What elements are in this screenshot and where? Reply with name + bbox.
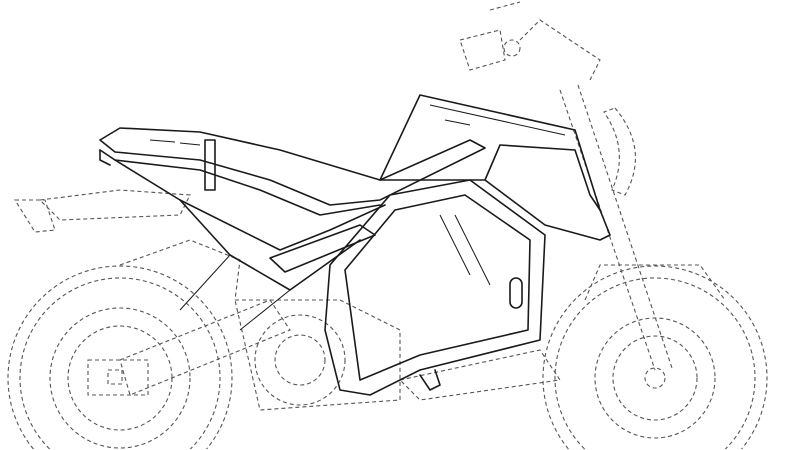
exhaust-hint xyxy=(398,349,561,401)
front-wheel xyxy=(542,264,768,450)
battery-side-panel xyxy=(324,179,546,396)
fuel-tank-cover xyxy=(379,94,611,241)
front-fork xyxy=(489,1,673,371)
headlight xyxy=(603,107,636,196)
swingarm xyxy=(119,299,291,396)
rear-fender xyxy=(14,189,241,301)
handlebar xyxy=(459,29,506,71)
seat xyxy=(99,127,486,216)
engine-case xyxy=(234,299,401,411)
frame-cover xyxy=(114,159,386,331)
rear-wheel xyxy=(7,265,233,450)
